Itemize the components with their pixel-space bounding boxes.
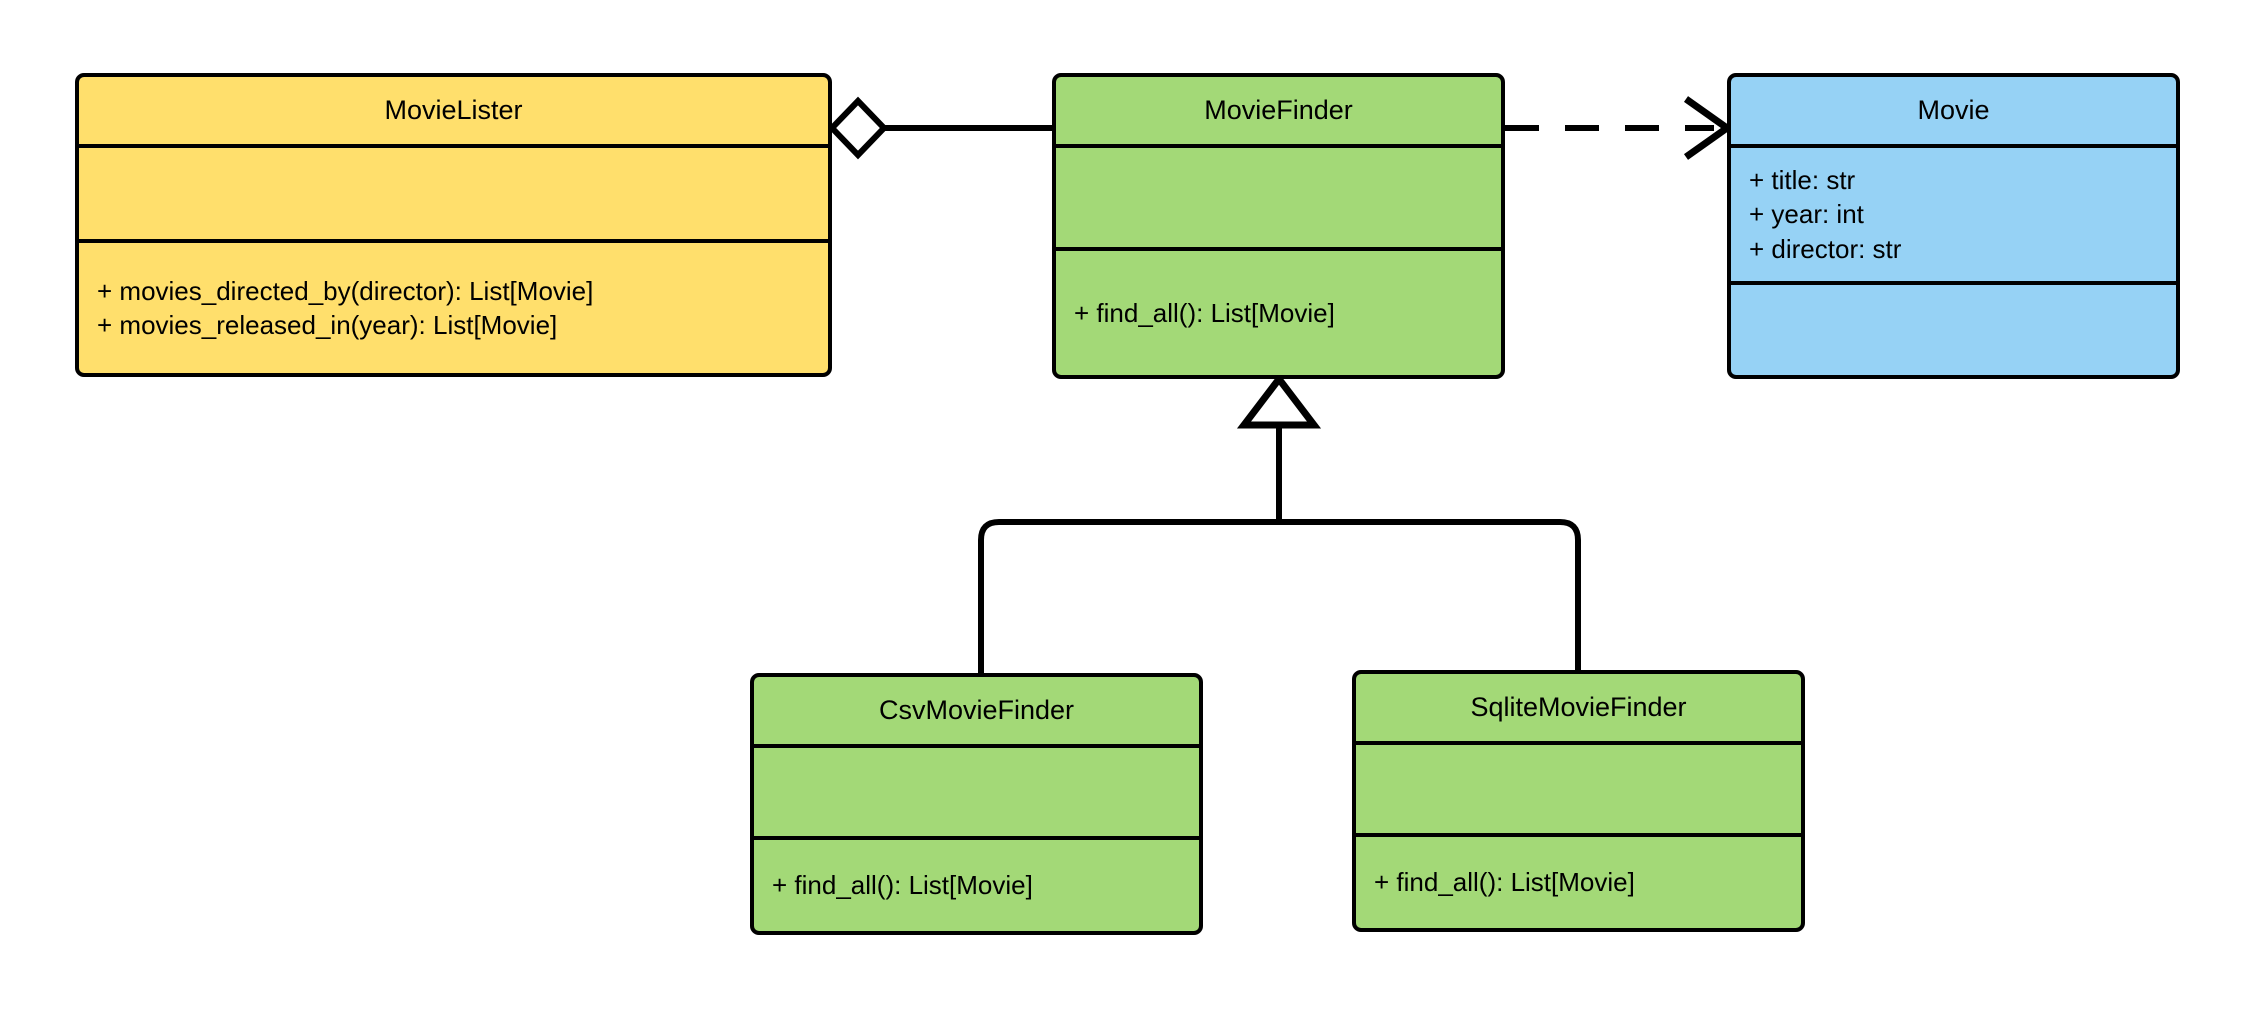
class-box-movie[interactable]: Movie + title: str + year: int + directo… <box>1727 73 2180 379</box>
hollow-triangle-icon <box>1236 373 1322 429</box>
class-attributes-compartment: + title: str + year: int + director: str <box>1731 148 2176 285</box>
class-name-compartment: MovieLister <box>79 77 828 148</box>
attribute-item: + director: str <box>1749 233 1902 264</box>
class-box-movie-finder[interactable]: MovieFinder + find_all(): List[Movie] <box>1052 73 1505 379</box>
class-name-label: MovieLister <box>384 94 523 125</box>
class-name-label: CsvMovieFinder <box>878 694 1075 725</box>
class-operations-compartment: + find_all(): List[Movie] <box>1056 251 1501 375</box>
attribute-item: + title: str <box>1749 165 1856 196</box>
operation-item: + find_all(): List[Movie] <box>1374 867 1635 898</box>
class-box-movie-lister[interactable]: MovieLister + movies_directed_by(directo… <box>75 73 832 377</box>
class-attributes-compartment <box>1356 745 1801 837</box>
operation-item: + movies_directed_by(director): List[Mov… <box>97 275 594 306</box>
generalization-branch-sqlite <box>1279 519 1581 670</box>
hollow-diamond-icon <box>827 96 889 160</box>
class-name-label: MovieFinder <box>1204 94 1353 125</box>
class-operations-compartment: + find_all(): List[Movie] <box>754 840 1199 931</box>
class-operations-compartment <box>1731 285 2176 375</box>
generalization-subclasses-to-finder <box>978 373 1581 673</box>
class-name-compartment: SqliteMovieFinder <box>1356 674 1801 745</box>
class-box-sqlite-movie-finder[interactable]: SqliteMovieFinder + find_all(): List[Mov… <box>1352 670 1805 932</box>
aggregation-lister-finder <box>827 96 1052 160</box>
operation-item: + movies_released_in(year): List[Movie] <box>97 310 558 340</box>
attribute-item: + year: int <box>1749 199 1864 230</box>
generalization-branch-csv <box>978 519 1279 673</box>
class-attributes-compartment <box>754 748 1199 840</box>
open-arrow-icon <box>1683 96 1734 160</box>
operation-item: + find_all(): List[Movie] <box>772 870 1033 901</box>
class-name-label: Movie <box>1917 94 1990 125</box>
class-name-compartment: Movie <box>1731 77 2176 148</box>
class-name-compartment: MovieFinder <box>1056 77 1501 148</box>
class-operations-compartment: + find_all(): List[Movie] <box>1356 837 1801 928</box>
class-attributes-compartment <box>1056 148 1501 251</box>
class-box-csv-movie-finder[interactable]: CsvMovieFinder + find_all(): List[Movie] <box>750 673 1203 935</box>
dependency-finder-movie <box>1505 96 1734 160</box>
class-name-label: SqliteMovieFinder <box>1470 691 1687 722</box>
class-name-compartment: CsvMovieFinder <box>754 677 1199 748</box>
class-attributes-compartment <box>79 148 828 243</box>
class-operations-compartment: + movies_directed_by(director): List[Mov… <box>79 243 828 373</box>
operation-item: + find_all(): List[Movie] <box>1074 297 1335 328</box>
